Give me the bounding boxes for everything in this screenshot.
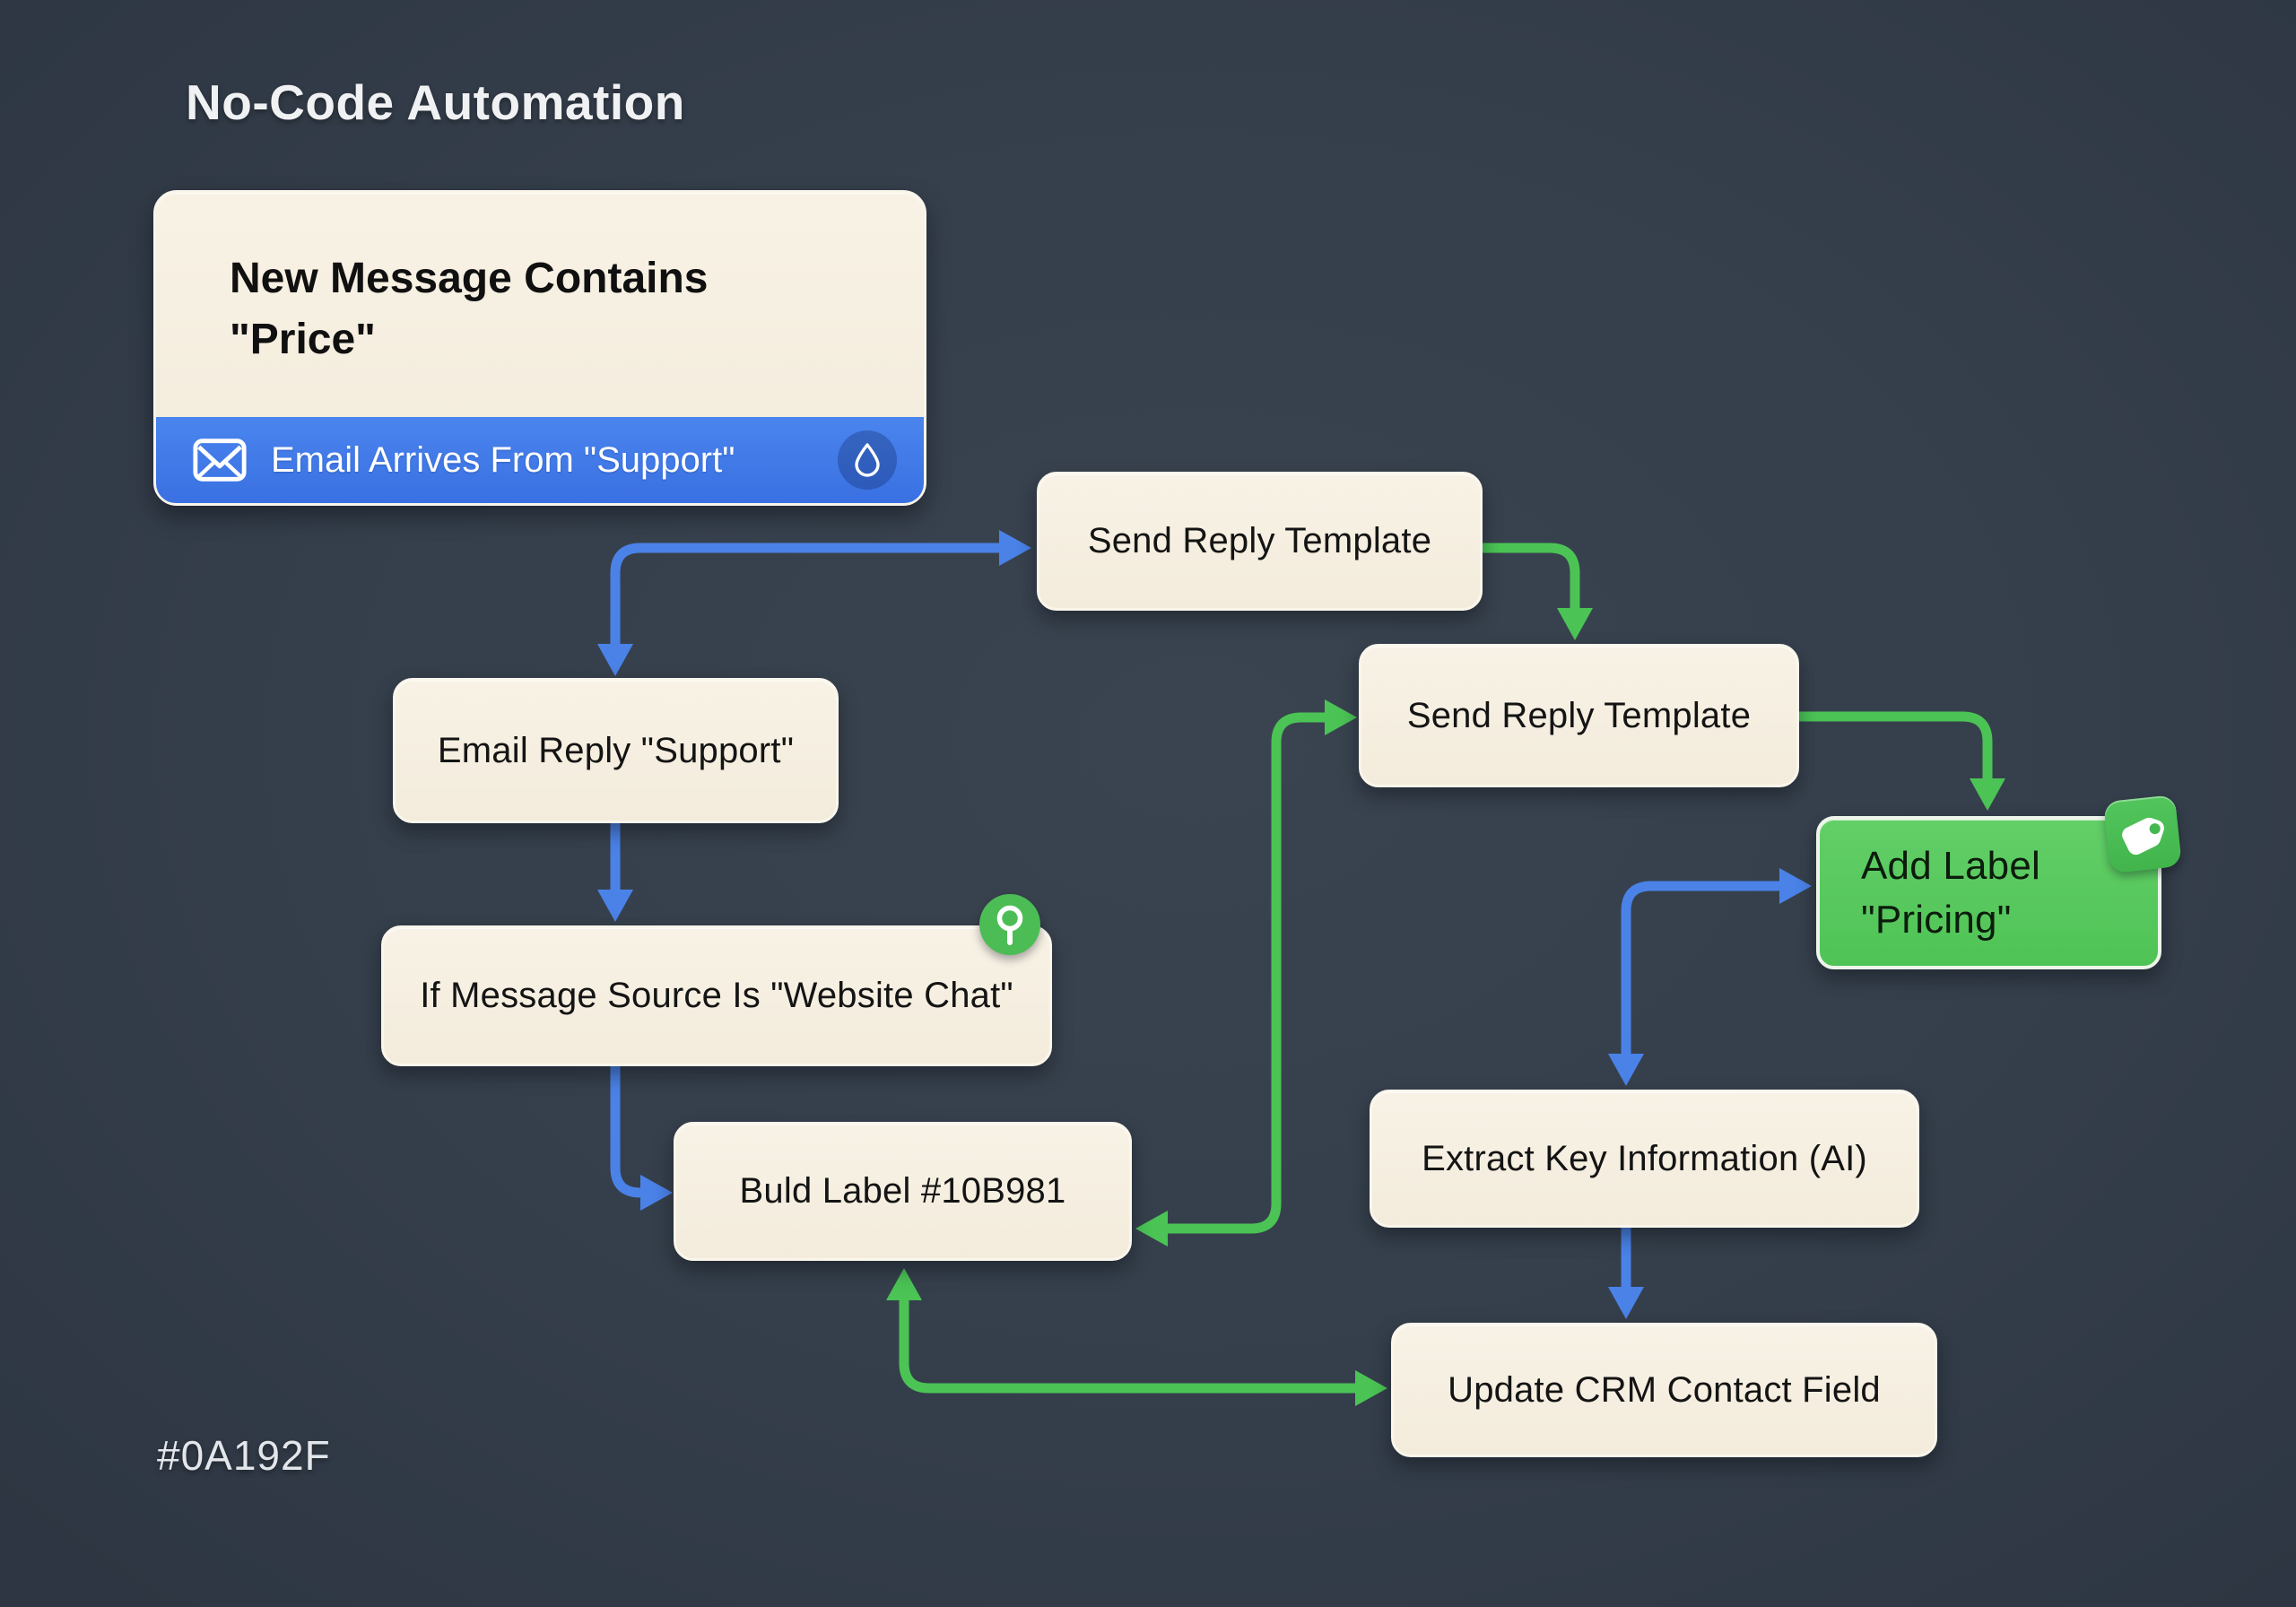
connector-trigger-branch — [610, 543, 999, 644]
arrowhead-into-email — [597, 644, 633, 676]
node-update-crm-contact[interactable]: Update CRM Contact Field — [1391, 1323, 1937, 1457]
connector-buld-update — [899, 1300, 1355, 1394]
node-if-message-source[interactable]: If Message Source Is "Website Chat" — [381, 894, 1052, 1066]
arrowhead-into-send2-top — [1557, 608, 1593, 640]
blue-connectors — [610, 543, 1779, 1287]
node-send-reply-template-1[interactable]: Send Reply Template — [1037, 472, 1483, 611]
blue-arrowheads — [597, 530, 1812, 1319]
node-label: Send Reply Template — [1406, 695, 1752, 735]
arrowhead-into-buld-left — [640, 1175, 673, 1211]
arrowhead-into-buld-right — [1135, 1211, 1168, 1247]
connector-send1-to-send2 — [1482, 543, 1580, 608]
connector-send2-to-addlabel — [1798, 711, 1993, 778]
node-email-reply-support[interactable]: Email Reply "Support" — [393, 678, 839, 823]
arrowhead-into-buld-bottom — [886, 1268, 922, 1300]
label-tag-icon — [2122, 817, 2164, 856]
envelope-icon — [192, 437, 248, 483]
trigger-node-card[interactable]: New Message Contains "Price" Email Arriv… — [153, 190, 926, 506]
location-pin-badge — [979, 894, 1040, 955]
node-label: Send Reply Template — [1087, 521, 1432, 560]
node-extract-key-information[interactable]: Extract Key Information (AI) — [1370, 1090, 1919, 1228]
trigger-heading: New Message Contains "Price" — [230, 255, 709, 364]
node-label: If Message Source Is "Website Chat" — [420, 976, 1013, 1015]
location-pin-icon — [996, 905, 1023, 945]
arrowhead-into-update-top — [1608, 1287, 1644, 1319]
background-hex-label: #0A192F — [157, 1432, 331, 1479]
node-label: Buld Label #10B981 — [739, 1171, 1066, 1211]
arrowhead-into-update-left — [1355, 1370, 1387, 1406]
green-arrowheads — [886, 608, 2005, 1406]
arrowhead-into-addlabel-top — [1970, 778, 2005, 811]
node-buld-label[interactable]: Buld Label #10B981 — [674, 1122, 1132, 1261]
connector-ifmsg-to-buld — [610, 1066, 641, 1198]
node-label: Email Reply "Support" — [437, 730, 795, 770]
status-circle[interactable] — [838, 430, 897, 490]
node-label: Extract Key Information (AI) — [1422, 1138, 1867, 1178]
node-send-reply-template-2[interactable]: Send Reply Template — [1359, 644, 1799, 787]
arrowhead-into-addlabel — [1779, 868, 1812, 904]
arrowhead-into-send1 — [999, 530, 1031, 566]
arrowhead-into-send2-left — [1325, 699, 1357, 735]
arrowhead-into-ifmsg — [597, 890, 633, 922]
node-add-label-pricing[interactable]: Add Label "Pricing" — [1816, 795, 2182, 969]
label-tag-badge — [2103, 795, 2182, 873]
page-title: No-Code Automation — [186, 74, 685, 130]
trigger-bar-label: Email Arrives From "Support" — [271, 439, 735, 480]
add-label-line2: "Pricing" — [1861, 897, 2012, 942]
trigger-condition-bar[interactable]: Email Arrives From "Support" — [156, 417, 924, 503]
green-connectors — [899, 543, 1993, 1394]
droplet-icon — [855, 443, 880, 477]
connector-buld-send2 — [1168, 712, 1325, 1234]
add-label-line1: Add Label — [1861, 844, 2040, 889]
connector-right-branch — [1621, 881, 1779, 1054]
node-label: Update CRM Contact Field — [1448, 1369, 1881, 1410]
arrowhead-into-extract — [1608, 1054, 1644, 1086]
node-label: Add Label "Pricing" — [1820, 839, 2040, 946]
